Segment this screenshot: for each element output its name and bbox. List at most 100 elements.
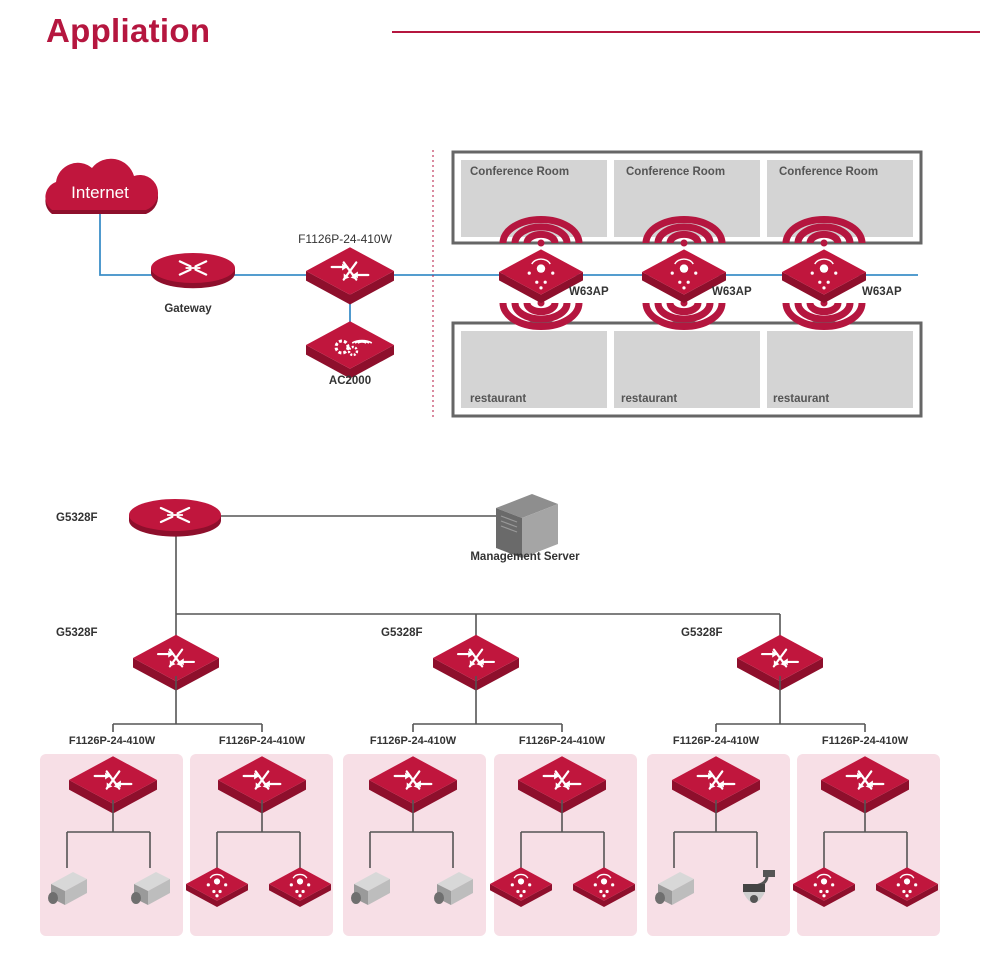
wave-arc: [642, 215, 726, 244]
access-point-icon: [793, 867, 855, 907]
led-dot: [295, 889, 299, 894]
led-dot: [527, 271, 531, 275]
led-dot: [224, 883, 228, 887]
led-dot: [694, 271, 698, 275]
aggregation-switch-label: G5328F: [681, 627, 723, 639]
led-dot: [212, 889, 216, 894]
signal-arc: [596, 873, 612, 879]
signal-arc: [816, 873, 832, 879]
arrow-head: [554, 772, 560, 780]
arrow-glyph: [159, 515, 174, 524]
led-dot: [528, 883, 532, 887]
access-switch-label: F1126P-24-410W: [68, 735, 156, 747]
wifi-waves-icon: [499, 215, 583, 247]
wifi-waves-icon: [499, 299, 583, 331]
wave-arc: [806, 230, 842, 244]
arrow-head: [255, 782, 262, 789]
page-title: Appliation: [46, 12, 211, 49]
restaurant-label: restaurant: [470, 393, 527, 405]
camera-top: [658, 872, 694, 891]
wave-arc: [654, 223, 714, 244]
arrow-head: [857, 772, 863, 780]
led-dot: [519, 894, 523, 898]
wave-arc: [523, 230, 559, 244]
gateway-label: Gateway: [164, 303, 212, 315]
arrow-head: [780, 660, 787, 667]
led-dot: [536, 264, 546, 273]
title-rule: [392, 31, 980, 33]
led-dot: [516, 889, 520, 894]
led-dot: [206, 883, 210, 887]
restaurant-room: [614, 331, 760, 408]
access-point-icon: [269, 867, 331, 907]
led-dot: [289, 883, 293, 887]
restaurant-room: [461, 331, 607, 408]
access-switch-label: F1126P-24-410W: [821, 735, 909, 747]
arrow-head: [105, 772, 111, 780]
led-dot: [543, 280, 547, 284]
arrow-head: [555, 782, 562, 789]
wave-arc: [499, 215, 583, 244]
led-dot: [822, 286, 826, 290]
device-top: [306, 321, 394, 369]
vent-line: [500, 515, 518, 523]
wave-arc: [782, 215, 866, 244]
access-point-icon: [490, 867, 552, 907]
led-dot: [611, 883, 615, 887]
signal-arc: [674, 258, 694, 265]
led-dot: [903, 878, 911, 885]
signal-arc: [814, 258, 834, 265]
led-dot: [686, 280, 690, 284]
led-dot: [914, 883, 918, 887]
wifi-waves-icon: [782, 215, 866, 247]
wifi-waves-icon: [642, 215, 726, 247]
restaurant-label: restaurant: [621, 393, 678, 405]
server-top: [496, 494, 558, 518]
wave-arc: [654, 302, 714, 323]
ap-label: W63AP: [712, 286, 752, 298]
camera-side: [368, 879, 390, 905]
camera-icon: [131, 872, 170, 905]
device-side: [186, 884, 248, 907]
led-dot: [602, 894, 606, 898]
led-dot: [820, 878, 828, 885]
camera-side: [451, 879, 473, 905]
camera-lens: [131, 892, 141, 904]
device-side: [306, 345, 394, 379]
wave-arc: [642, 302, 726, 331]
led-dot: [810, 271, 814, 275]
access-point-icon: [642, 249, 726, 304]
internet-cloud-icon: [45, 158, 159, 214]
arrow-glyph: [176, 506, 191, 515]
led-dot: [593, 883, 597, 887]
vent-line: [500, 525, 518, 533]
arrow-head: [476, 660, 483, 667]
arrow-head: [709, 782, 716, 789]
device-side: [269, 884, 331, 907]
led-dot: [551, 271, 555, 275]
wifi-waves-icon: [642, 299, 726, 331]
management-server-label: Management Server: [470, 551, 580, 563]
arrow-glyph: [194, 260, 208, 268]
led-dot: [301, 889, 305, 894]
gateway-router-icon: [151, 253, 235, 289]
arrow-head: [865, 782, 872, 789]
led-dot: [539, 286, 543, 290]
wave-arc: [511, 223, 571, 244]
ap-label: W63AP: [569, 286, 609, 298]
wave-arc: [499, 302, 583, 331]
led-dot: [605, 889, 609, 894]
led-dot: [600, 878, 608, 885]
led-dot: [905, 894, 909, 898]
dome-base: [743, 884, 765, 892]
arrow-head: [113, 782, 120, 789]
camera-icon: [655, 872, 694, 905]
server-side: [522, 504, 558, 558]
arrow-head: [773, 660, 780, 667]
vent-line: [500, 520, 518, 528]
camera-side: [672, 879, 694, 905]
controller-label: AC2000: [328, 375, 372, 387]
arrow-head: [413, 782, 420, 789]
led-dot: [822, 894, 826, 898]
